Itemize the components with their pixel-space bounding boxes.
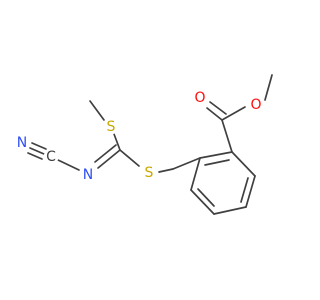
atom-label-n-nitrile: N	[17, 135, 27, 151]
atom-s-methyl: S	[103, 119, 119, 135]
atom-label-s-benzyl: S	[145, 165, 154, 181]
atom-c-nitrile: C	[43, 149, 59, 165]
bond-ester-c-o	[221, 106, 246, 121]
atom-label-c-nitrile: C	[46, 149, 56, 165]
atom-n-nitrile: N	[14, 135, 30, 151]
atom-label-background	[192, 90, 208, 106]
bond-o-ch3	[264, 74, 273, 101]
atom-label-background	[141, 165, 157, 181]
atom-n-imine: N	[80, 167, 96, 183]
atom-s-benzyl: S	[141, 165, 157, 181]
atom-label-background	[80, 167, 96, 183]
atom-label-o-ester: O	[250, 97, 261, 113]
bond-c-s-methyl	[113, 133, 121, 151]
ring-bond-4	[213, 206, 247, 215]
ring-bond-1	[199, 151, 233, 159]
atom-label-background	[103, 119, 119, 135]
atom-label-background	[43, 149, 59, 165]
atom-o-ester: O	[248, 97, 264, 113]
atom-labels: N C N S S O O	[14, 90, 264, 183]
bond-s-ch2	[158, 168, 174, 173]
bond-ring-ester-c	[221, 119, 233, 153]
ring-inner-double-1	[204, 159, 230, 166]
atom-label-o-carbonyl: O	[194, 90, 205, 106]
bonds	[27, 74, 273, 215]
atom-o-carbonyl: O	[192, 90, 208, 106]
bond-imine-double-2	[94, 144, 117, 163]
atom-label-background	[14, 135, 30, 151]
bond-c-s-benzyl	[119, 149, 140, 167]
molecule-structure: N C N S S O O	[14, 74, 273, 215]
bond-nitrile-triple-3	[27, 152, 43, 160]
ring-bond-5	[190, 189, 215, 215]
ring-bond-3	[245, 175, 256, 208]
bond-cn-imine	[57, 159, 80, 171]
bond-ch2-ring	[172, 157, 201, 170]
ring-bond-6	[190, 157, 201, 191]
bond-nitrile-triple-2	[31, 142, 47, 150]
bond-s-methyl-ch3	[89, 100, 105, 121]
ring-inner-double-2	[240, 177, 249, 203]
ring-bond-2	[231, 151, 256, 177]
bond-carbonyl-double-1	[206, 107, 223, 121]
bond-nitrile-triple-1	[29, 147, 45, 155]
bond-imine-double-1	[97, 149, 121, 169]
atom-label-s-methyl: S	[107, 119, 116, 135]
ring-inner-double-3	[197, 188, 215, 207]
atom-label-background	[248, 97, 264, 113]
bond-carbonyl-double-2	[209, 101, 227, 115]
atom-label-n-imine: N	[83, 167, 93, 183]
